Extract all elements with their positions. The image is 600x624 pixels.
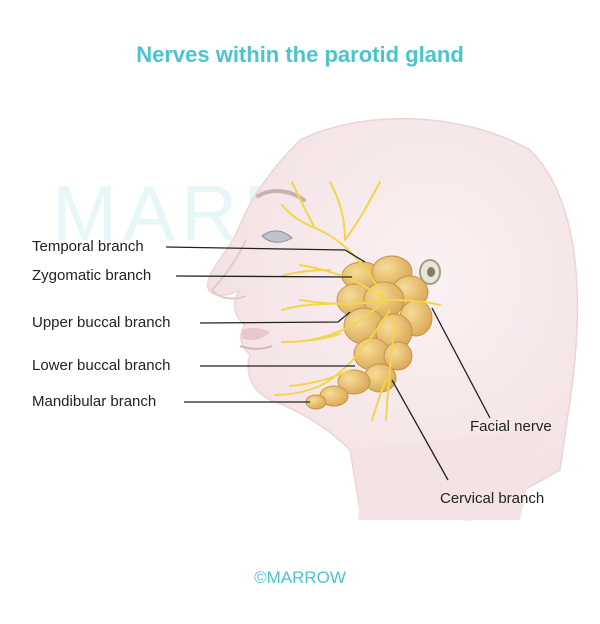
leader-zygomatic <box>175 275 353 278</box>
page-title: Nerves within the parotid gland <box>136 42 464 67</box>
label-zygomatic-branch: Zygomatic branch <box>32 267 152 284</box>
label-upper-buccal-branch: Upper buccal branch <box>32 314 171 331</box>
leader-facial-nerve <box>431 307 491 419</box>
label-temporal-branch: Temporal branch <box>32 238 144 255</box>
label-mandibular-branch: Mandibular branch <box>32 393 157 410</box>
leader-lines <box>165 246 491 481</box>
label-cervical-branch: Cervical branch <box>440 490 545 507</box>
ear-canal <box>427 267 435 277</box>
nose <box>210 239 247 300</box>
parotid-gland <box>305 255 433 410</box>
leader-temporal <box>165 246 366 263</box>
mouth-line <box>239 345 273 350</box>
leader-upper-buccal <box>199 311 351 324</box>
lips <box>242 327 270 340</box>
label-facial-nerve: Facial nerve <box>470 418 552 435</box>
leader-cervical <box>391 379 449 481</box>
footer-logo: ©MARROW <box>254 568 346 587</box>
facial-nerve-branches <box>274 181 441 421</box>
label-lower-buccal-branch: Lower buccal branch <box>32 357 171 374</box>
eye <box>261 230 293 243</box>
